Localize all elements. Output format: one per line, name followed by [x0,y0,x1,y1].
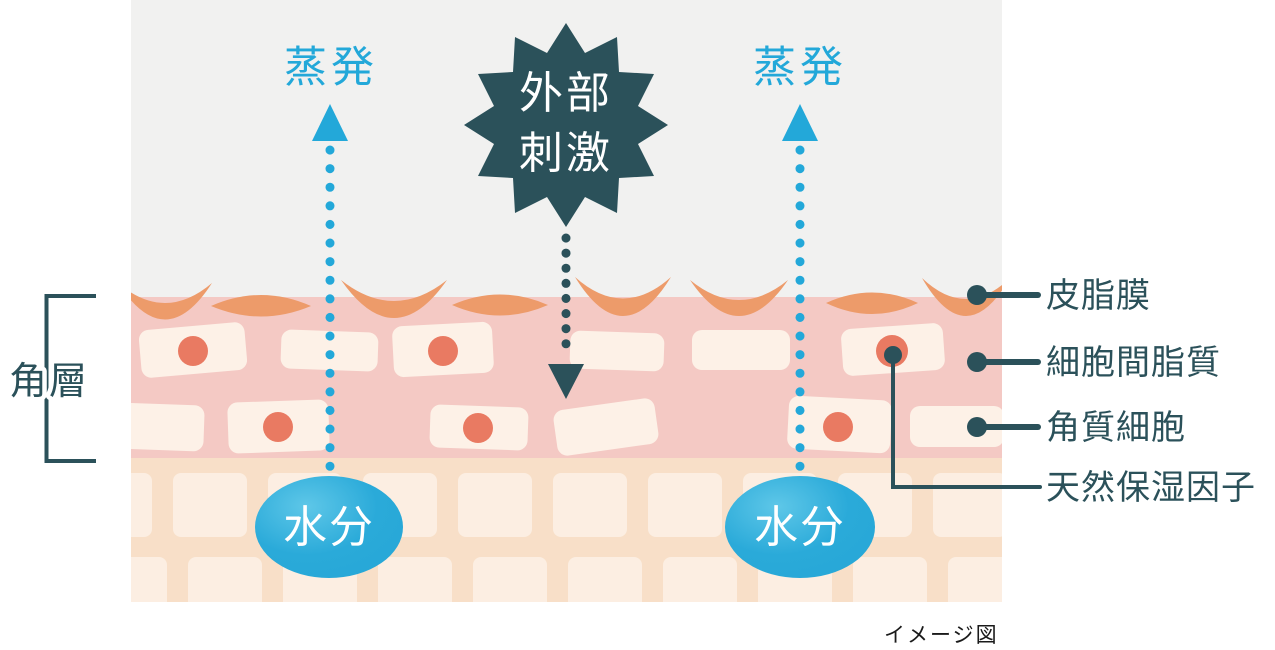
moisture-oval [255,476,403,578]
legend-leaders [884,285,1042,489]
external-stimulus-burst: 外部 刺激 [464,23,668,227]
sebum-lens [826,292,918,314]
corneocyte-cell [131,402,205,452]
legend-label-corneocytes: 角質細胞 [1046,408,1186,448]
moisture-left-label: 水分 [283,502,375,553]
moisture-right-label: 水分 [754,502,846,553]
image-caption: イメージ図 [884,623,999,647]
sebum-crescent [341,280,447,318]
stratum-corneum-bracket [44,294,96,463]
nmf-dot [463,413,493,443]
arrow-down-head [548,364,584,399]
leader-dot-lipids [967,352,987,372]
leader-line-nmf [891,353,1042,489]
sebum-film [131,277,1002,320]
sebum-lens [452,294,548,316]
moisture-right: 水分 [725,476,875,578]
leader-dot-sebum [967,285,987,305]
evaporation-arrow-left [312,104,348,473]
external-stimulus-label-line1: 外部 [519,68,613,119]
sebum-crescent [922,278,1002,316]
corneocyte-cell [569,330,665,372]
external-stimulus-label-line2: 刺激 [519,128,613,179]
external-stimulus-arrow [548,233,584,399]
nmf-dot [823,412,853,442]
legend-label-sebum-film: 皮脂膜 [1046,276,1151,316]
evaporation-right-label: 蒸発 [753,43,847,93]
evaporation-left-label: 蒸発 [284,43,378,93]
corneocyte-cell [692,330,790,370]
sebum-lens [211,295,311,317]
sebum-crescent [131,283,212,320]
evaporation-arrow-right [782,104,818,473]
moisture-oval [725,476,875,578]
nmf-dot [428,336,458,366]
stratum-corneum-label: 角層 [9,359,89,403]
starburst-shape [464,23,668,227]
nmf-dot [263,412,293,442]
arrow-up-head [782,104,818,141]
corneocyte-cell [553,398,659,456]
leader-dot-corneocyte [967,417,987,437]
sebum-crescent [575,277,671,316]
arrow-up-head [312,104,348,141]
nmf-dot [178,336,208,366]
leader-dot-nmf [884,346,902,364]
legend-label-intercellular-lipids: 細胞間脂質 [1046,343,1221,383]
moisture-left: 水分 [255,476,403,578]
legend-label-nmf: 天然保湿因子 [1046,468,1256,508]
sebum-crescent [690,280,788,316]
